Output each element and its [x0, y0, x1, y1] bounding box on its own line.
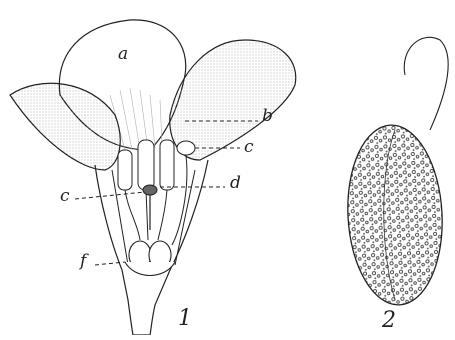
figure-number-1: 1 [178, 308, 192, 330]
figure-number-2: 2 [382, 310, 396, 332]
ovary [125, 241, 175, 276]
pollen-grain [343, 123, 446, 308]
label-a: a [118, 46, 128, 63]
label-c-left: c [60, 188, 70, 205]
label-d: d [230, 175, 241, 192]
pollen-tube [404, 37, 448, 130]
label-c-right: c [244, 139, 254, 156]
label-f: f [80, 253, 86, 270]
stamen-filaments [125, 156, 187, 245]
stigma [143, 185, 157, 195]
label-b: b [262, 108, 273, 125]
